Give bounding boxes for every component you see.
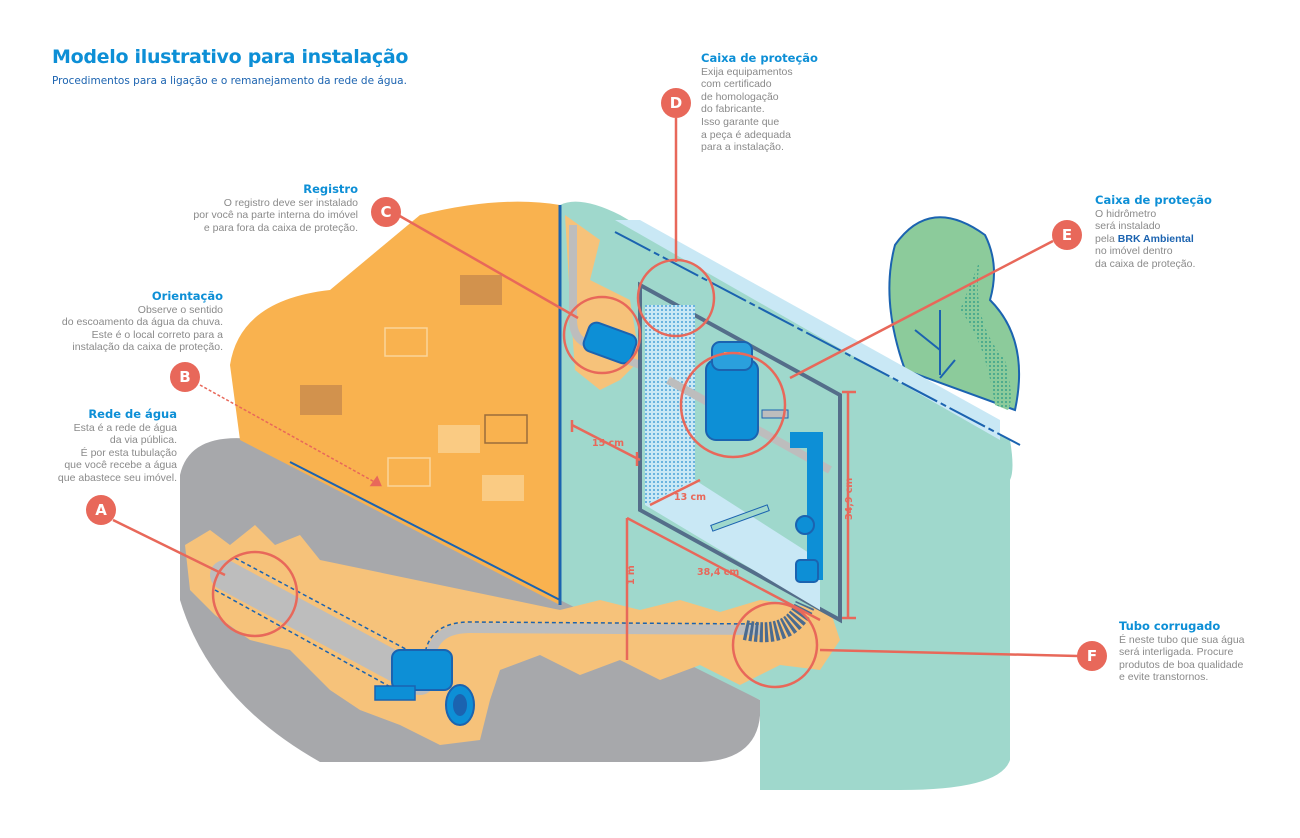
callout-line: do escoamento da água da chuva. (61, 316, 223, 329)
trench-main (185, 525, 840, 745)
highlight-circles (211, 258, 819, 689)
callout-caixa-protecao-e: Caixa de proteção O hidrômetro será inst… (1095, 194, 1255, 271)
dim-15cm: 15 cm (592, 438, 624, 449)
callout-line: que você recebe a água (64, 459, 177, 472)
marker-f[interactable]: F (1077, 641, 1107, 671)
callout-line: É por esta tubulação (80, 446, 177, 459)
public-water-main (210, 560, 435, 695)
pipe-connector (374, 649, 475, 726)
callout-line-brand: pela BRK Ambiental (1095, 233, 1255, 246)
tree (888, 216, 1021, 412)
registro-valve (582, 321, 638, 365)
callout-line: da caixa de proteção. (1095, 257, 1196, 270)
callout-line: instalação da caixa de proteção. (72, 341, 223, 354)
callout-line: É neste tubo que sua água (1119, 633, 1245, 646)
callout-heading: Caixa de proteção (1095, 193, 1212, 207)
page-subtitle: Procedimentos para a ligação e o remanej… (52, 75, 407, 87)
marker-d[interactable]: D (661, 88, 691, 118)
dimension-lines (570, 390, 856, 660)
callout-line: do fabricante. (701, 103, 765, 116)
callout-heading: Orientação (151, 289, 223, 303)
callout-registro: Registro O registro deve ser instalado p… (138, 183, 358, 234)
callout-line: será interligada. Procure (1119, 646, 1234, 659)
dim-34-9cm: 34,9 cm (844, 478, 855, 520)
callout-line: de homologação (701, 90, 779, 103)
callout-caixa-protecao-d: Caixa de proteção Exija equipamentos com… (701, 52, 841, 154)
callout-line: e evite transtornos. (1119, 671, 1209, 684)
callout-line: Exija equipamentos (701, 65, 793, 78)
callout-line: com certificado (701, 78, 772, 91)
marker-b[interactable]: B (170, 362, 200, 392)
dim-38-4cm: 38,4 cm (697, 567, 739, 578)
leader-lines (112, 118, 1079, 658)
callout-line: Esta é a rede de água (73, 421, 177, 434)
callout-heading: Caixa de proteção (701, 51, 818, 65)
callout-line: por você na parte interna do imóvel (193, 209, 358, 222)
callout-line: no imóvel dentro (1095, 245, 1173, 258)
protection-box (638, 281, 842, 624)
callout-line: O hidrômetro (1095, 207, 1157, 220)
callout-line: produtos de boa qualidade (1119, 658, 1244, 671)
brand-name: BRK Ambiental (1117, 232, 1194, 245)
callout-line: O registro deve ser instalado (223, 196, 358, 209)
callout-line: que abastece seu imóvel. (57, 471, 177, 484)
callout-tubo-corrugado: Tubo corrugado É neste tubo que sua água… (1119, 620, 1279, 684)
callout-heading: Registro (303, 182, 358, 196)
callout-line: para a instalação. (701, 141, 784, 154)
marker-a[interactable]: A (86, 495, 116, 525)
callout-line: e para fora da caixa de proteção. (203, 221, 358, 234)
wall-bricks (300, 275, 528, 501)
callout-heading: Rede de água (88, 407, 177, 421)
dim-1m: 1 m (626, 565, 637, 585)
callout-line: da via pública. (109, 434, 177, 447)
page-title: Modelo ilustrativo para instalação (52, 46, 409, 68)
callout-orientacao: Orientação Observe o sentido do escoamen… (3, 290, 223, 354)
callout-line: Isso garante que (701, 115, 780, 128)
callout-line: Observe o sentido (137, 303, 223, 316)
callout-heading: Tubo corrugado (1119, 619, 1221, 633)
marker-e[interactable]: E (1052, 220, 1082, 250)
callout-rede-de-agua: Rede de água Esta é a rede de água da vi… (7, 408, 177, 485)
callout-line: será instalado (1095, 220, 1161, 233)
water-meter (666, 341, 832, 583)
marker-c[interactable]: C (371, 197, 401, 227)
dim-13cm: 13 cm (674, 492, 706, 503)
callout-line: a peça é adequada (701, 128, 791, 141)
callout-line: Este é o local correto para a (91, 328, 223, 341)
brand-prefix: pela (1095, 232, 1118, 245)
